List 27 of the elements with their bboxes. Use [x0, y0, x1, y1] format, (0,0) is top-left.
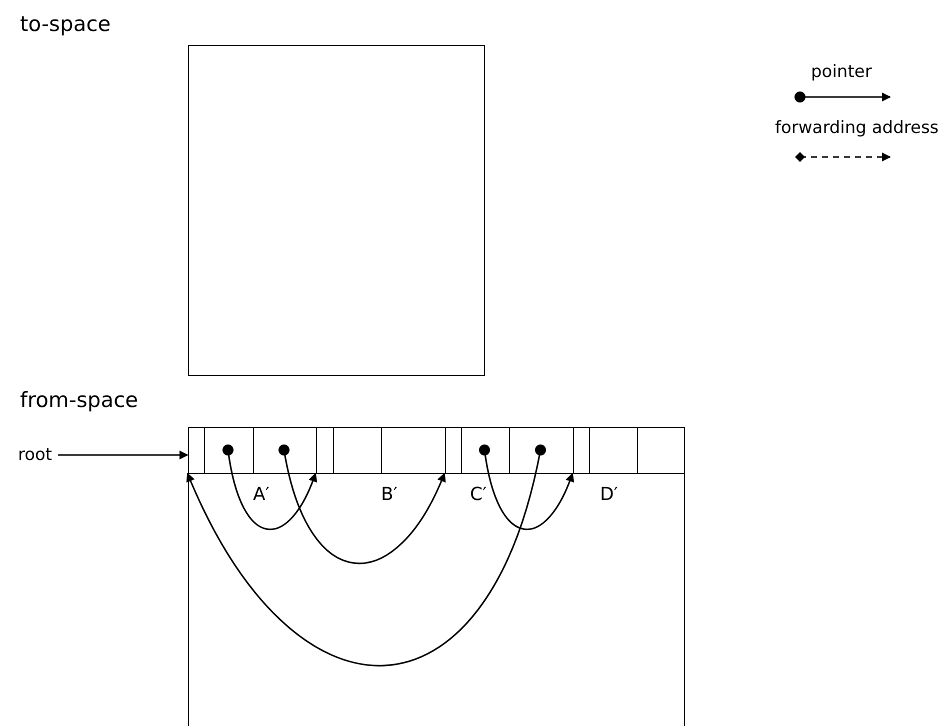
memory-cell — [316, 426, 332, 474]
space-title: from-space — [20, 388, 138, 412]
memory-space — [188, 427, 685, 726]
memory-cell — [380, 426, 444, 474]
memory-cell — [572, 426, 588, 474]
root-label: root — [18, 445, 52, 465]
memory-cell — [588, 426, 636, 474]
memory-cell — [252, 426, 316, 474]
legend-text: forwarding address — [775, 118, 939, 138]
object-label: A′ — [253, 484, 270, 505]
legend-text: pointer — [811, 62, 872, 82]
memory-cell — [444, 426, 460, 474]
memory-cell — [508, 426, 572, 474]
memory-space — [188, 45, 485, 376]
memory-cell — [460, 426, 508, 474]
memory-cell — [636, 426, 684, 474]
arrow — [58, 450, 188, 460]
pointer-arrow — [278, 444, 446, 564]
memory-cell — [204, 426, 252, 474]
pointer-arrow — [479, 444, 574, 530]
object-label: D′ — [600, 484, 618, 505]
pointer-arrow — [186, 444, 546, 666]
pointer-arrow — [222, 444, 317, 530]
object-label: B′ — [381, 484, 398, 505]
space-title: to-space — [20, 12, 111, 36]
memory-cell — [332, 426, 380, 474]
object-label: C′ — [470, 484, 487, 505]
